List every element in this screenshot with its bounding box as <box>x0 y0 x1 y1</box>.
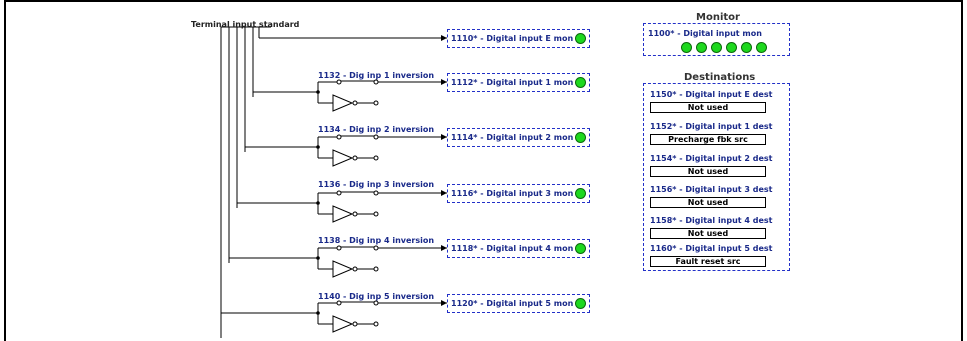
switch-contact-left-2 <box>336 134 342 140</box>
not-gate-icon <box>332 260 354 278</box>
led-indicator-icon <box>575 77 586 88</box>
monitor-label-4: 1118* - Digital input 4 mon <box>451 244 574 253</box>
not-gate-icon <box>332 315 354 333</box>
switch-contact-right-2 <box>373 134 379 140</box>
led-indicator-icon <box>756 42 767 53</box>
monitor-box-4[interactable]: 1118* - Digital input 4 mon <box>447 239 590 258</box>
inversion-label-4[interactable]: 1138 - Dig inp 4 inversion <box>318 236 435 245</box>
destination-label-3: 1156* - Digital input 3 dest <box>650 185 773 194</box>
monitor-box-e[interactable]: 1110* - Digital input E mon <box>447 29 590 48</box>
right-border <box>961 0 963 341</box>
led-indicator-icon <box>575 33 586 44</box>
destination-value-2[interactable]: Not used <box>650 166 766 177</box>
switch-contact-left-5 <box>336 300 342 306</box>
switch-contact-left-4 <box>336 245 342 251</box>
monitor-label-e: 1110* - Digital input E mon <box>451 34 574 43</box>
arrow-to-monitor-3 <box>441 190 447 196</box>
led-indicator-icon <box>726 42 737 53</box>
left-border <box>4 0 6 341</box>
destination-label-5: 1160* - Digital input 5 dest <box>650 244 773 253</box>
destination-label-2: 1154* - Digital input 2 dest <box>650 154 773 163</box>
monitor-panel-title: Monitor <box>693 12 743 23</box>
inversion-label-3[interactable]: 1136 - Dig inp 3 inversion <box>318 180 435 189</box>
inverter-contact-2 <box>373 155 379 161</box>
destination-value-1[interactable]: Precharge fbk src <box>650 134 766 145</box>
inverter-contact-3 <box>373 211 379 217</box>
not-gate-bubble-5 <box>352 321 358 327</box>
led-indicator-icon <box>711 42 722 53</box>
led-indicator-icon <box>696 42 707 53</box>
destination-value-e[interactable]: Not used <box>650 102 766 113</box>
switch-contact-right-4 <box>373 245 379 251</box>
not-gate-bubble-1 <box>352 100 358 106</box>
switch-contact-right-3 <box>373 190 379 196</box>
arrow-to-monitor-e <box>441 35 447 41</box>
monitor-label-3: 1116* - Digital input 3 mon <box>451 189 574 198</box>
not-gate-icon <box>332 205 354 223</box>
destinations-panel-title: Destinations <box>681 72 759 83</box>
not-gate-bubble-2 <box>352 155 358 161</box>
switch-contact-left-3 <box>336 190 342 196</box>
arrow-to-monitor-5 <box>441 300 447 306</box>
arrow-to-monitor-1 <box>441 79 447 85</box>
inverter-contact-5 <box>373 321 379 327</box>
led-indicator-icon <box>575 132 586 143</box>
inversion-label-5[interactable]: 1140 - Dig inp 5 inversion <box>318 292 435 301</box>
inverter-contact-4 <box>373 266 379 272</box>
inversion-label-2[interactable]: 1134 - Dig inp 2 inversion <box>318 125 435 134</box>
monitor-label-2: 1114* - Digital input 2 mon <box>451 133 574 142</box>
arrow-to-monitor-4 <box>441 245 447 251</box>
led-indicator-icon <box>575 298 586 309</box>
monitor-box-5[interactable]: 1120* - Digital input 5 mon <box>447 294 590 313</box>
monitor-box-1[interactable]: 1112* - Digital input 1 mon <box>447 73 590 92</box>
led-indicator-icon <box>741 42 752 53</box>
monitor-box-3[interactable]: 1116* - Digital input 3 mon <box>447 184 590 203</box>
destination-value-3[interactable]: Not used <box>650 197 766 208</box>
inversion-label-1[interactable]: 1132 - Dig inp 1 inversion <box>318 71 435 80</box>
destination-label-e: 1150* - Digital input E dest <box>650 90 773 99</box>
monitor-box-2[interactable]: 1114* - Digital input 2 mon <box>447 128 590 147</box>
destinations-panel: 1150* - Digital input E dest Not used 11… <box>643 83 790 271</box>
top-border <box>4 0 963 2</box>
monitor-label-5: 1120* - Digital input 5 mon <box>451 299 574 308</box>
inverter-contact-1 <box>373 100 379 106</box>
not-gate-bubble-3 <box>352 211 358 217</box>
destination-label-4: 1158* - Digital input 4 dest <box>650 216 773 225</box>
destination-value-4[interactable]: Not used <box>650 228 766 239</box>
switch-contact-left-1 <box>336 79 342 85</box>
destination-label-1: 1152* - Digital input 1 dest <box>650 122 773 131</box>
terminal-input-label: Terminal input standard <box>191 20 300 29</box>
arrow-to-monitor-2 <box>441 134 447 140</box>
led-indicator-icon <box>575 243 586 254</box>
monitor-label-1: 1112* - Digital input 1 mon <box>451 78 574 87</box>
monitor-panel-label: 1100* - Digital input mon <box>648 29 762 38</box>
monitor-panel[interactable]: 1100* - Digital input mon <box>643 23 790 56</box>
not-gate-icon <box>332 94 354 112</box>
led-indicator-icon <box>681 42 692 53</box>
destination-value-5[interactable]: Fault reset src <box>650 256 766 267</box>
not-gate-bubble-4 <box>352 266 358 272</box>
led-indicator-icon <box>575 188 586 199</box>
not-gate-icon <box>332 149 354 167</box>
